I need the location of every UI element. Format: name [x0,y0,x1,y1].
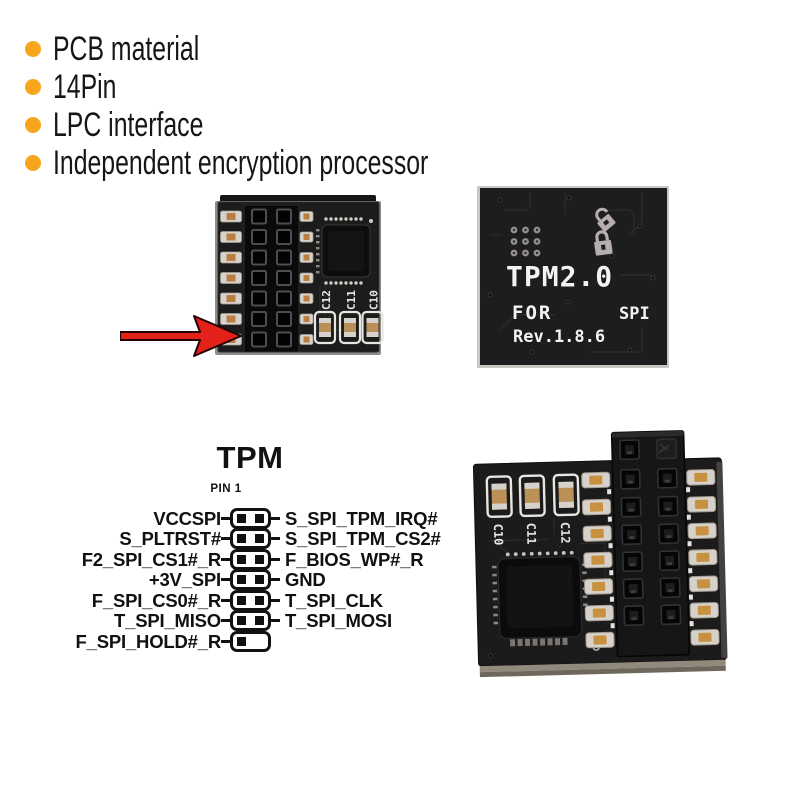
front-module-photo: C12 C11 C10 [120,195,384,357]
feature-item: 14Pin [25,68,567,106]
pin-left-label: S_PLTRST# [119,527,221,549]
pin-square [237,575,246,584]
pinout-diagram: TPM PIN 1 VCCSPI S_SPI_TPM_IRQ# S_PLTRST… [40,430,470,665]
connector-tick [221,618,230,623]
pin-right-label: S_SPI_TPM_CS2# [285,527,441,549]
bullet-icon [25,41,41,57]
feature-label: 14Pin [53,67,117,106]
front-pin-socket [243,204,300,353]
pinout-title: TPM [216,440,284,475]
pin-left-label: VCCSPI [153,507,221,529]
pin-right-label: F_BIOS_WP#_R [285,548,424,570]
feature-list: PCB material 14Pin LPC interface Indepen… [25,30,567,182]
feature-label: PCB material [53,29,200,68]
iso-pin-socket [610,430,691,658]
connector-tick [271,598,280,603]
capacitor-label: C11 [524,523,539,545]
connector-cell [230,508,271,529]
connector-cell [230,631,271,652]
pin-left-label: F2_SPI_CS1#_R [81,548,222,570]
iso-capacitors: C10 C11 C12 [485,473,580,546]
connector-cell [230,590,271,611]
connector-tick [221,536,230,541]
pinout-row: F_SPI_HOLD#_R [40,631,470,652]
front-capacitors: C12 C11 C10 [313,290,384,345]
pin-square [237,534,246,543]
capacitor-label: C11 [345,290,358,310]
front-smd-chip [316,217,373,285]
pin-right-label: S_SPI_TPM_IRQ# [285,507,438,529]
bullet-icon [25,155,41,171]
pinout-row: F_SPI_CS0#_R T_SPI_CLK [40,590,470,611]
pin-square [237,555,246,564]
pin1-label: PIN 1 [210,483,242,495]
capacitor-label: C12 [558,522,573,544]
connector-tick [221,516,230,521]
connector-cell [230,569,271,590]
bullet-icon [25,79,41,95]
pin-square [237,596,246,605]
module-name-text: TPM2.0 [506,260,613,293]
capacitor-label: C10 [491,523,506,545]
connector-tick [221,557,230,562]
pinout-row: VCCSPI S_SPI_TPM_IRQ# [40,508,470,529]
feature-item: Independent encryption processor [25,144,567,182]
connector-cell [230,528,271,549]
connector-tick [221,598,230,603]
pin-left-label: F_SPI_HOLD#_R [75,630,222,652]
module-for-text: FOR [512,302,552,324]
red-arrow-icon [120,315,242,357]
pin-square [255,534,264,543]
pin-right-label: T_SPI_MOSI [285,609,392,631]
pin-square [255,596,264,605]
connector-tick [221,577,230,582]
lock-icon [594,230,613,256]
pinout-row: F2_SPI_CS1#_R F_BIOS_WP#_R [40,549,470,570]
capacitor-label: C10 [368,290,381,310]
feature-item: LPC interface [25,106,567,144]
pinout-row: +3V_SPI GND [40,569,470,590]
feature-item: PCB material [25,30,567,68]
pin-right-label: GND [285,568,326,590]
keyed-blocked-hole [656,438,678,460]
connector-tick [271,516,280,521]
front-solder-pads-left [220,210,242,346]
bullet-icon [25,117,41,133]
test-pad-grid [510,226,541,257]
unlock-icon [595,207,616,232]
feature-label: LPC interface [53,105,204,144]
connector-tick [271,577,280,582]
iso-smd-chip [492,550,601,651]
pin-square [255,555,264,564]
pinout-row: S_PLTRST# S_SPI_TPM_CS2# [40,528,470,549]
module-revision-text: Rev.1.8.6 [513,327,605,347]
pin-left-label: +3V_SPI [148,568,221,590]
pin-left-label: T_SPI_MISO [114,609,221,631]
connector-cell [230,610,271,631]
iso-module-photo: C10 C11 C12 [472,430,728,678]
connector-tick [271,557,280,562]
pin-right-label: T_SPI_CLK [285,589,383,611]
capacitor-label: C12 [320,290,333,310]
back-module-photo: TPM2.0 FOR SPI Rev.1.8.6 [477,186,669,368]
pin-left-label: F_SPI_CS0#_R [91,589,221,611]
pin-square [255,575,264,584]
pin-square [255,616,264,625]
pin-square [237,637,246,646]
pinout-row: T_SPI_MISO T_SPI_MOSI [40,610,470,631]
pin-square [237,616,246,625]
feature-label: Independent encryption processor [53,143,429,182]
pin-square [255,514,264,523]
connector-cell [230,549,271,570]
connector-tick [271,618,280,623]
module-interface-text: SPI [619,304,650,324]
connector-tick [271,536,280,541]
pin-square [237,514,246,523]
connector-tick [221,639,230,644]
